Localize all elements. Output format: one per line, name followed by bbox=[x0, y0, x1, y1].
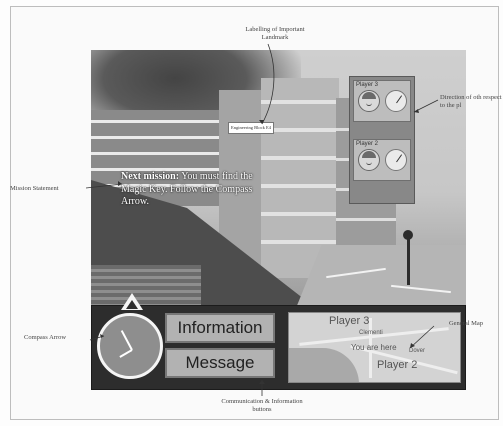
road bbox=[296, 245, 466, 308]
campus-scene-photo: Engineering Block E4 Player 3 Player 2 N… bbox=[91, 50, 466, 308]
leader-arrowhead bbox=[100, 334, 104, 338]
map-place-label: Clementi bbox=[359, 330, 383, 336]
annotation-map: General Map bbox=[448, 320, 484, 327]
landmark-label-tag: Engineering Block E4 bbox=[228, 122, 274, 134]
compass-arrow-icon-inner bbox=[126, 300, 138, 309]
map-you-are-here-label: You are here bbox=[351, 343, 397, 352]
direction-dial-icon bbox=[385, 149, 407, 171]
leader-mission bbox=[85, 183, 123, 189]
map-player2-label: Player 2 bbox=[377, 359, 418, 371]
player-avatar-icon bbox=[358, 90, 380, 112]
leader-arrowhead bbox=[259, 380, 265, 384]
leader-arrowhead bbox=[410, 343, 415, 348]
annotation-direction: Direction of oth respect to the pl bbox=[440, 94, 502, 109]
annotation-compass: Compass Arrow bbox=[24, 334, 67, 341]
annotation-landmark: Labelling of Important Landmark bbox=[245, 26, 305, 41]
general-map[interactable]: Player 3 Clementi You are here Dover Pla… bbox=[288, 312, 461, 383]
map-place-label: Dover bbox=[409, 348, 426, 354]
player-card[interactable]: Player 3 bbox=[353, 80, 411, 122]
mission-body: You must find the Magic Key. Follow the … bbox=[121, 171, 253, 207]
leader-arrowhead bbox=[414, 109, 419, 113]
leader-landmark bbox=[261, 43, 275, 125]
player-name: Player 2 bbox=[356, 141, 379, 147]
annotation-buttons: Communication & Information buttons bbox=[221, 398, 303, 413]
stairs bbox=[91, 265, 201, 308]
other-players-panel: Player 3 Player 2 bbox=[349, 76, 415, 204]
hud-bar: Information Message Player 3 Clementi Yo… bbox=[91, 305, 466, 390]
direction-dial-icon bbox=[385, 90, 407, 112]
message-button[interactable]: Message bbox=[165, 348, 275, 378]
street-lamp bbox=[407, 235, 410, 285]
information-button[interactable]: Information bbox=[165, 313, 275, 343]
leader-arrowhead bbox=[259, 120, 264, 124]
map-player3-label: Player 3 bbox=[329, 315, 370, 327]
annotation-mission: Mission Statement bbox=[10, 185, 59, 192]
tower-building bbox=[261, 78, 339, 278]
map-road bbox=[369, 318, 372, 378]
mission-statement: Next mission: You must find the Magic Ke… bbox=[121, 171, 261, 209]
leader-map bbox=[409, 325, 435, 349]
player-name: Player 3 bbox=[356, 82, 379, 88]
compass-dial[interactable] bbox=[97, 313, 163, 379]
leader-arrowhead bbox=[118, 181, 122, 186]
player-avatar-icon bbox=[358, 149, 380, 171]
mission-lead: Next mission: bbox=[121, 171, 180, 182]
player-card[interactable]: Player 2 bbox=[353, 139, 411, 181]
